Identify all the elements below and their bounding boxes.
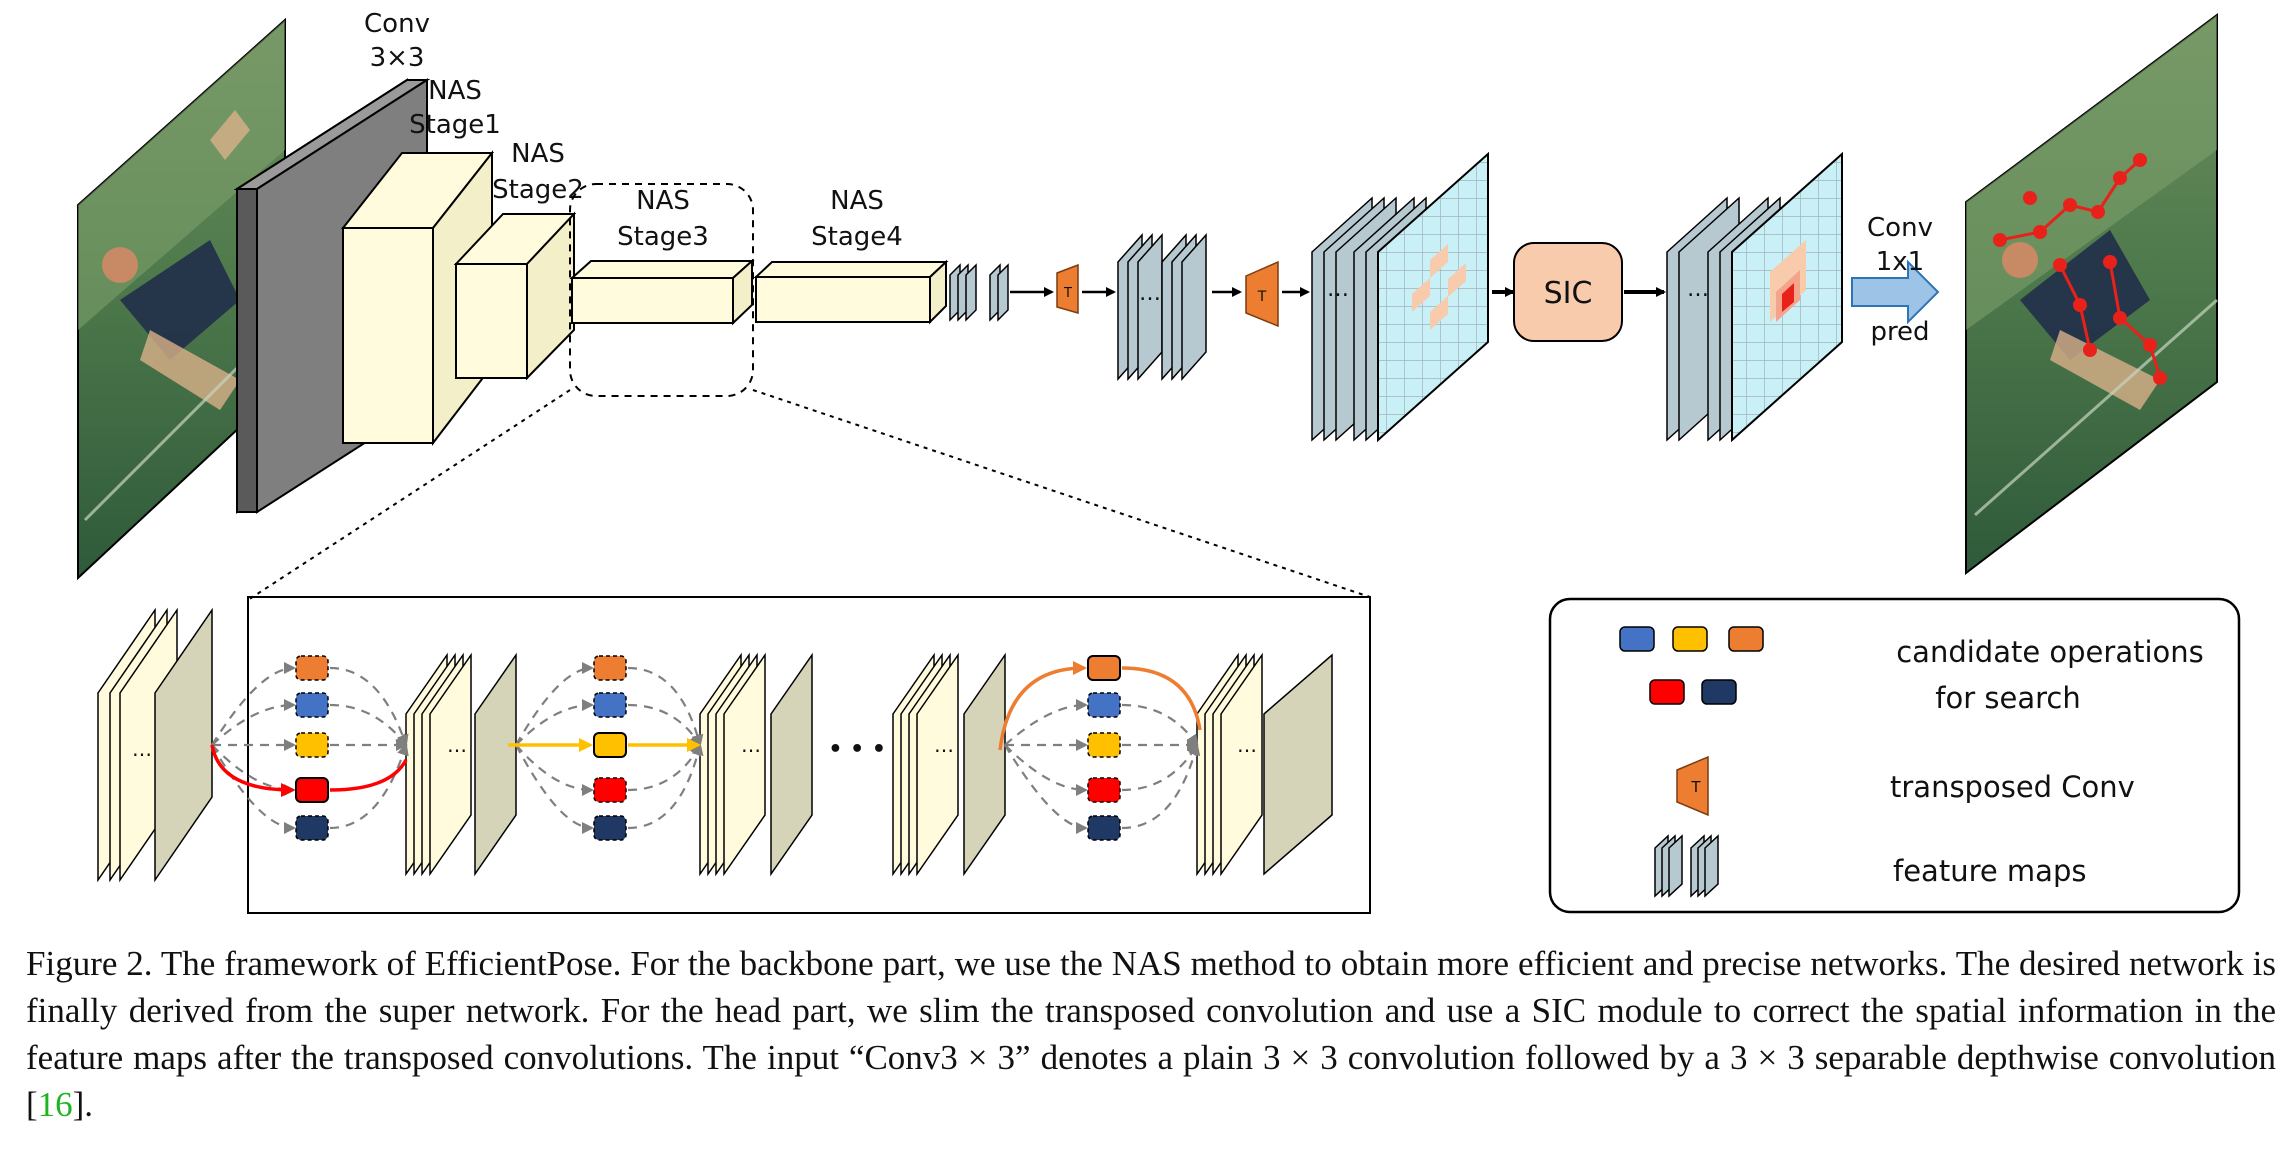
supernet-panel <box>247 596 1371 914</box>
nas-stage1-label-a: NAS <box>428 76 482 106</box>
legend-op-yellow <box>1672 626 1708 652</box>
legend-feature-maps-icon <box>1654 834 1719 898</box>
nas-stage4-label-b: Stage4 <box>811 222 903 252</box>
nas-stage2-block <box>453 211 577 381</box>
pred-arrow <box>1851 259 1940 325</box>
legend-op-red <box>1649 679 1685 705</box>
fm-stack-4: … <box>892 652 1006 877</box>
legend-feature-maps-label: feature maps <box>1893 854 2086 888</box>
pred-size-label: 1x1 <box>1876 247 1924 277</box>
sic-label: SIC <box>1544 276 1593 311</box>
heatmap-stack-1: … <box>1311 151 1489 443</box>
legend-op-blue <box>1619 626 1655 652</box>
legend-transposed-mark: T <box>1690 778 1701 796</box>
ellipsis-fm-mid: … <box>1139 281 1161 306</box>
feature-maps-small <box>949 263 1009 322</box>
ellipsis-fm-2: … <box>447 733 467 757</box>
nas-stage2-label-b: Stage2 <box>492 175 584 205</box>
nas-stage3-label-a: NAS <box>636 186 690 216</box>
legend-box <box>1548 597 2241 914</box>
legend-candidate-line2: for search <box>1935 681 2080 715</box>
legend-transposed-label: transposed Conv <box>1890 770 2135 804</box>
search-cell-3 <box>998 655 1202 841</box>
input-image <box>77 17 287 581</box>
search-cell-2 <box>508 655 704 841</box>
ellipsis-fm-1: … <box>132 737 152 761</box>
output-image <box>1965 13 2218 576</box>
ellipsis-heatmap1: … <box>1327 277 1349 302</box>
fm-stack-2: … <box>405 652 517 877</box>
nas-stage4-block <box>753 259 949 325</box>
fm-stack-1: … <box>97 607 213 883</box>
zoom-line-left <box>247 389 571 601</box>
pred-label: pred <box>1870 317 1929 347</box>
caption-text-end: ]. <box>72 1085 94 1124</box>
nas-stage3-label-b: Stage3 <box>617 222 709 252</box>
zoom-line-right <box>752 389 1371 598</box>
legend-candidate-line1: candidate operations <box>1896 635 2204 669</box>
transposed-conv-1: T <box>1056 263 1079 314</box>
transposed-mark-1: T <box>1063 286 1072 301</box>
conv-label: Conv <box>364 9 430 39</box>
nas-stage3-block <box>569 258 755 326</box>
sic-module <box>1513 242 1623 342</box>
nas-stage4-label-a: NAS <box>830 186 884 216</box>
nas-stage1-label-b: Stage1 <box>409 110 501 140</box>
ellipsis-fm-4: … <box>934 733 954 757</box>
ellipsis-fm-3: … <box>741 733 761 757</box>
fm-stack-5: … <box>1196 652 1333 877</box>
heatmap-stack-2: … <box>1666 151 1843 443</box>
stage3-focus-box <box>569 183 754 397</box>
figure-caption: Figure 2. The framework of EfficientPose… <box>26 940 2276 1128</box>
ellipsis-fm-5: … <box>1237 733 1257 757</box>
transposed-conv-2: T <box>1245 260 1279 328</box>
legend-op-navy <box>1701 679 1737 705</box>
legend-transposed-icon: T <box>1676 755 1709 817</box>
transposed-mark-2: T <box>1257 289 1267 305</box>
ellipsis-heatmap2: … <box>1687 277 1709 302</box>
conv-size-label: 3×3 <box>370 43 425 73</box>
nas-stage2-label-a: NAS <box>511 139 565 169</box>
caption-text: Figure 2. The framework of EfficientPose… <box>26 944 2276 1124</box>
caption-citation-link[interactable]: 16 <box>37 1085 73 1124</box>
legend-op-orange <box>1728 626 1764 652</box>
feature-maps-mid: … <box>1117 233 1207 381</box>
fm-stack-3: … <box>699 652 813 877</box>
pred-conv-label: Conv <box>1867 213 1933 243</box>
legend-candidate-ops <box>1619 626 1764 705</box>
search-cell-1 <box>210 655 409 841</box>
